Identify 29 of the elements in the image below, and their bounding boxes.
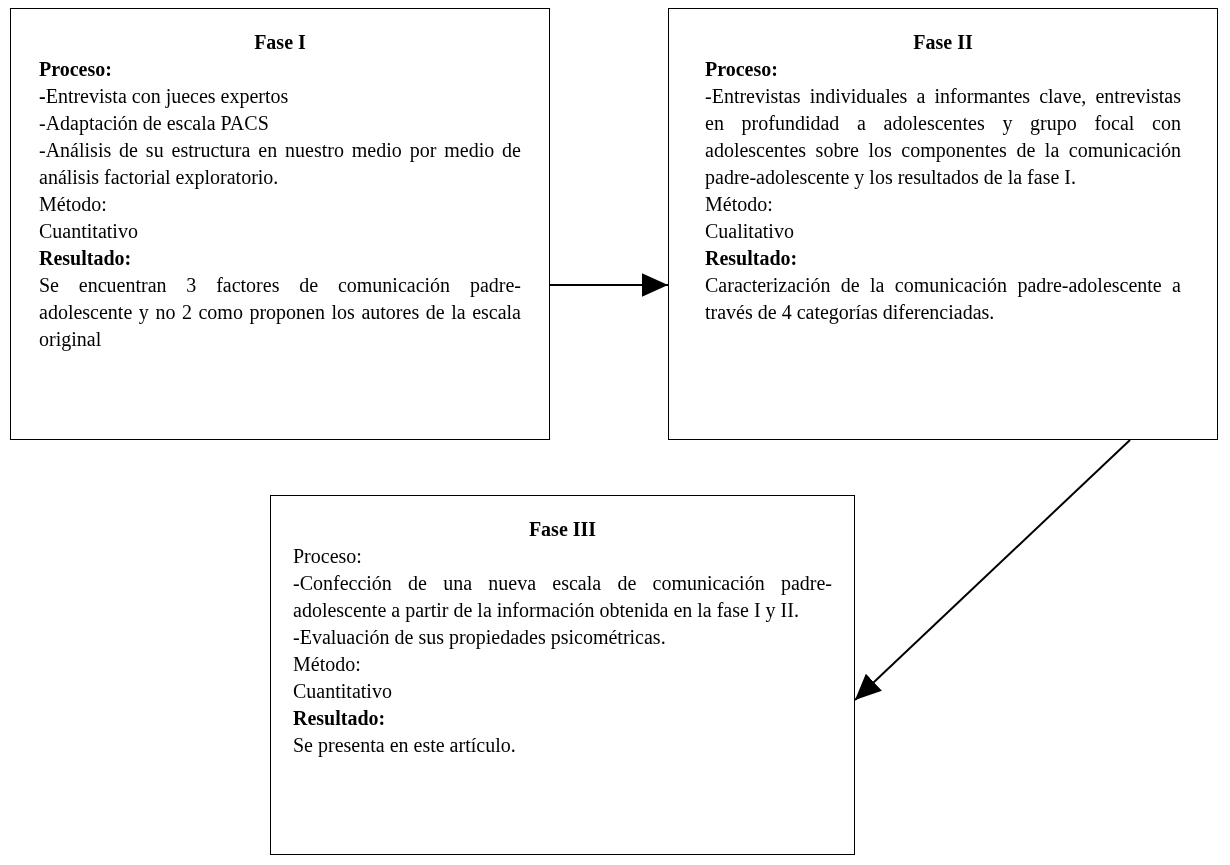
- body-text: Método:: [293, 652, 362, 677]
- body-text: Método:: [39, 192, 108, 217]
- body-text: Cualitativo: [705, 219, 795, 244]
- section-heading: Proceso:: [705, 57, 779, 82]
- body-text: Caracterización de la comunicación padre-adolescente a través de 4 categorías diferenciadas.: [705, 273, 1181, 326]
- body-text: -Adaptación de escala PACS: [39, 111, 270, 137]
- phase-box: [270, 495, 855, 855]
- phase-title: Fase III: [527, 517, 598, 542]
- phase-title: Fase I: [253, 30, 307, 55]
- section-heading: Resultado:: [293, 706, 387, 731]
- body-text: -Entrevista con jueces expertos: [39, 84, 290, 110]
- body-text: Se encuentran 3 factores de comunicación padre-adolescente y no 2 como proponen los autores de la escala original: [39, 273, 521, 353]
- arrow: [549, 273, 669, 297]
- section-heading: Proceso:: [39, 57, 113, 82]
- phase-box: [668, 8, 1218, 440]
- body-text: -Análisis de su estructura en nuestro medio por medio de análisis factorial exploratorio.: [39, 138, 521, 191]
- body-text: Se presenta en este artículo.: [293, 733, 517, 759]
- body-text: -Evaluación de sus propiedades psicométricas.: [293, 625, 667, 651]
- body-text: -Entrevistas individuales a informantes clave, entrevistas en profundidad a adolescentes y grupo focal con adolescentes sobre los componentes de la comunicación padre-adolescente y los resultados de la fase I.: [705, 84, 1181, 191]
- section-heading: Resultado:: [39, 246, 133, 271]
- body-text: Proceso:: [293, 544, 363, 569]
- body-text: Método:: [705, 192, 774, 217]
- phase-title: Fase II: [912, 30, 974, 55]
- section-heading: Resultado:: [705, 246, 799, 271]
- body-text: Cuantitativo: [293, 679, 393, 704]
- body-text: Cuantitativo: [39, 219, 139, 244]
- body-text: -Confección de una nueva escala de comunicación padre-adolescente a partir de la información obtenida en la fase I y II.: [293, 571, 832, 624]
- arrow: [854, 439, 1131, 701]
- phase-box: [10, 8, 550, 440]
